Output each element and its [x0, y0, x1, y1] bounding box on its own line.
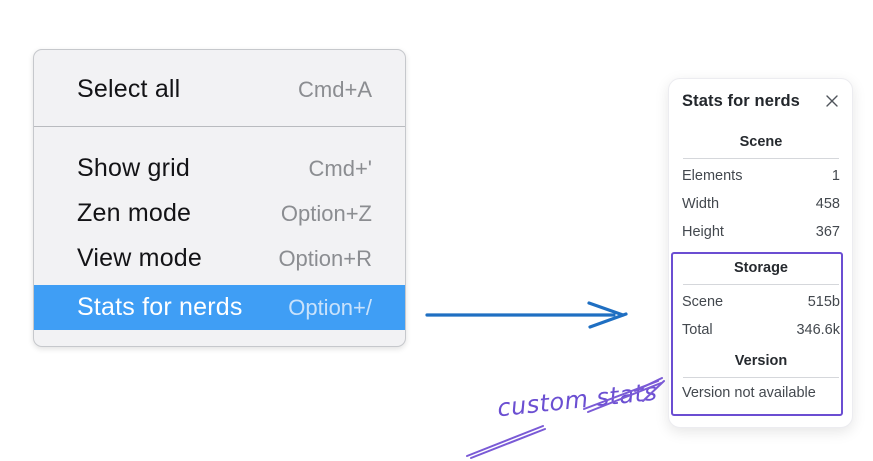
close-icon[interactable] [824, 93, 840, 109]
stat-value: 515b [807, 294, 840, 310]
menu-divider [34, 126, 405, 127]
stat-value: 367 [815, 224, 840, 240]
section-divider [683, 158, 839, 159]
custom-stats-annotation: custom stats [495, 377, 659, 423]
menu-item-shortcut: Option+/ [288, 294, 372, 320]
menu-item-zen-mode[interactable]: Zen mode Option+Z [34, 191, 405, 236]
menu-item-label: Stats for nerds [77, 293, 243, 321]
menu-item-label: Zen mode [77, 199, 192, 227]
stat-label: Elements [682, 168, 743, 184]
section-title-storage: Storage [734, 260, 788, 276]
stat-value: 458 [815, 196, 840, 212]
stat-label: Width [682, 196, 720, 212]
context-menu-bottom-section: Show grid Cmd+' Zen mode Option+Z View m… [34, 127, 405, 346]
stats-for-nerds-panel: Stats for nerds Scene Elements 1 Width 4… [668, 78, 853, 428]
version-not-available-text: Version not available [682, 385, 816, 401]
menu-item-view-mode[interactable]: View mode Option+R [34, 236, 405, 281]
stats-panel-title: Stats for nerds [682, 91, 800, 110]
menu-item-show-grid[interactable]: Show grid Cmd+' [34, 146, 405, 191]
menu-item-stats-for-nerds[interactable]: Stats for nerds Option+/ [34, 285, 405, 330]
stat-row-height: Height 367 [682, 224, 840, 243]
stat-row-elements: Elements 1 [682, 168, 840, 187]
menu-item-label: Select all [77, 75, 181, 103]
stat-label: Scene [682, 294, 724, 310]
section-title-scene: Scene [739, 134, 783, 150]
menu-item-shortcut: Option+R [278, 245, 372, 271]
section-divider [683, 284, 839, 285]
stat-value: 1 [831, 168, 840, 184]
stat-row-storage-scene: Scene 515b [682, 294, 840, 313]
section-title-version: Version [734, 353, 788, 369]
menu-item-label: View mode [77, 244, 203, 272]
flow-arrow [425, 301, 628, 329]
context-menu-top-section: Select all Cmd+A [34, 50, 405, 126]
stat-row-storage-total: Total 346.6k [682, 322, 840, 341]
stat-label: Height [682, 224, 724, 240]
menu-item-shortcut: Cmd+A [298, 76, 372, 102]
stat-row-width: Width 458 [682, 196, 840, 215]
stats-panel-header: Stats for nerds [682, 90, 840, 112]
menu-item-shortcut: Cmd+' [308, 155, 373, 181]
menu-item-shortcut: Option+Z [280, 200, 372, 226]
menu-item-select-all[interactable]: Select all Cmd+A [34, 67, 405, 112]
context-menu: Select all Cmd+A Show grid Cmd+' Zen mod… [33, 49, 406, 347]
stat-value: 346.6k [796, 322, 840, 338]
section-divider [683, 377, 839, 378]
menu-item-label: Show grid [77, 154, 190, 182]
stat-label: Total [682, 322, 713, 338]
